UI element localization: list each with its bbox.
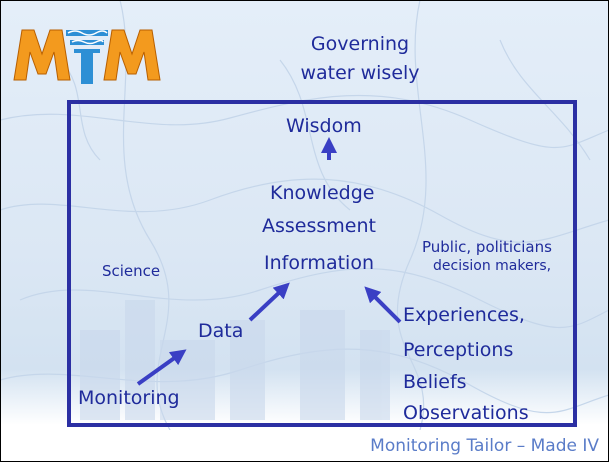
label-knowledge: Knowledge (270, 182, 375, 204)
label-beliefs: Beliefs (403, 371, 467, 393)
slide-title: Governing water wisely (300, 33, 420, 84)
mtm-logo (13, 29, 161, 84)
label-monitoring: Monitoring (78, 387, 180, 409)
label-information: Information (264, 252, 374, 274)
label-science: Science (102, 262, 161, 280)
label-observations: Observations (403, 402, 529, 424)
footer-text: Monitoring Tailor – Made IV (370, 436, 599, 456)
diagram-frame (67, 100, 577, 427)
label-perceptions: Perceptions (403, 339, 514, 361)
label-decision-makers: decision makers, (433, 258, 552, 274)
label-experiences: Experiences, (403, 304, 525, 326)
label-wisdom: Wisdom (286, 115, 362, 137)
label-public: Public, politicians (422, 238, 552, 256)
label-data: Data (198, 320, 244, 342)
label-assessment: Assessment (262, 215, 376, 237)
